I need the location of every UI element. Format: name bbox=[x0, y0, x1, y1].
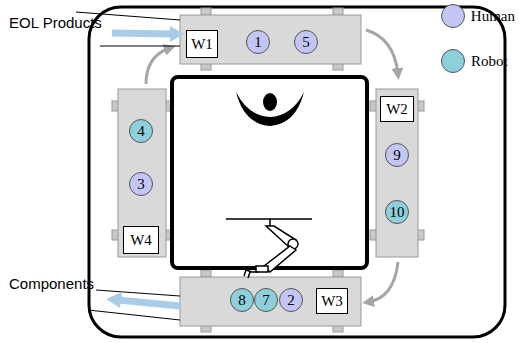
legend-text: Robot bbox=[471, 54, 508, 69]
operator-circle: 3 bbox=[129, 172, 153, 196]
operator-number: 10 bbox=[390, 205, 405, 220]
operator-number: 4 bbox=[137, 124, 145, 139]
operator-number: 8 bbox=[238, 293, 246, 308]
station-name: W1 bbox=[191, 37, 213, 52]
operator-circle: 8 bbox=[230, 288, 254, 312]
legend-swatch bbox=[441, 49, 465, 73]
legend-swatch bbox=[441, 4, 465, 28]
operator-circle: 10 bbox=[385, 200, 409, 224]
legend-entry: Human bbox=[441, 4, 515, 28]
legend-text: Human bbox=[471, 9, 515, 24]
workstation-box: W2 bbox=[380, 96, 414, 122]
operator-number: 1 bbox=[254, 35, 262, 50]
operator-circle: 2 bbox=[279, 288, 303, 312]
station-name: W4 bbox=[130, 233, 152, 248]
operator-number: 7 bbox=[262, 293, 270, 308]
logo-symbol bbox=[236, 92, 304, 126]
operator-number: 5 bbox=[302, 35, 310, 50]
station-tabs bbox=[112, 8, 424, 332]
robot-cell bbox=[172, 77, 367, 268]
conveyor-station bbox=[118, 15, 418, 326]
workstation-box: W1 bbox=[186, 30, 218, 58]
operator-circle: 9 bbox=[385, 143, 409, 167]
robot-arm bbox=[226, 219, 312, 278]
operator-number: 3 bbox=[137, 177, 145, 192]
outlet-arrow bbox=[88, 290, 180, 320]
cell-frame bbox=[89, 7, 505, 337]
operator-circle: 4 bbox=[129, 119, 153, 143]
station-name: W3 bbox=[321, 294, 343, 309]
flow-arrow bbox=[146, 30, 398, 302]
station-name: W2 bbox=[386, 102, 408, 117]
operator-circle: 1 bbox=[246, 30, 270, 54]
legend-entry: Robot bbox=[441, 49, 508, 73]
workstation-box: W3 bbox=[316, 288, 348, 314]
workstation-box: W4 bbox=[123, 226, 159, 254]
flow-label: EOL Products bbox=[9, 15, 102, 30]
operator-circle: 7 bbox=[254, 288, 278, 312]
operator-number: 9 bbox=[393, 148, 401, 163]
flow-label: Components bbox=[9, 276, 94, 291]
operator-number: 2 bbox=[287, 293, 295, 308]
operator-circle: 5 bbox=[294, 30, 318, 54]
